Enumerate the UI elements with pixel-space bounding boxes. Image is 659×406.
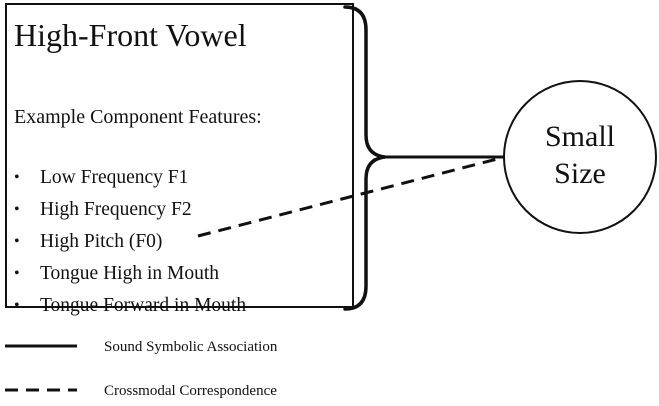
- bullet-icon: •: [14, 201, 20, 218]
- feature-label: Low Frequency F1: [40, 167, 189, 188]
- circle-label-line-1: Small: [544, 120, 615, 153]
- circle-label: Small Size: [502, 118, 658, 192]
- legend-dashed-label: Crossmodal Correspondence: [104, 383, 277, 399]
- feature-label: High Pitch (F0): [40, 231, 163, 252]
- legend-solid-label: Sound Symbolic Association: [104, 339, 278, 355]
- feature-label: High Frequency F2: [40, 199, 192, 220]
- bullet-icon: •: [14, 169, 20, 186]
- feature-label: Tongue High in Mouth: [40, 263, 220, 284]
- small-size-circle: [503, 80, 657, 234]
- box-subtitle: Example Component Features:: [14, 106, 262, 128]
- bullet-icon: •: [14, 233, 20, 250]
- bullet-icon: •: [14, 297, 20, 314]
- box-title: High-Front Vowel: [14, 17, 247, 53]
- bullet-icon: •: [14, 265, 20, 282]
- correspondence-dashed-line: [197, 155, 506, 238]
- circle-label-line-2: Size: [554, 157, 606, 190]
- vowel-feature-box: High-Front Vowel Example Component Featu…: [5, 3, 354, 316]
- feature-label: Tongue Forward in Mouth: [40, 295, 247, 316]
